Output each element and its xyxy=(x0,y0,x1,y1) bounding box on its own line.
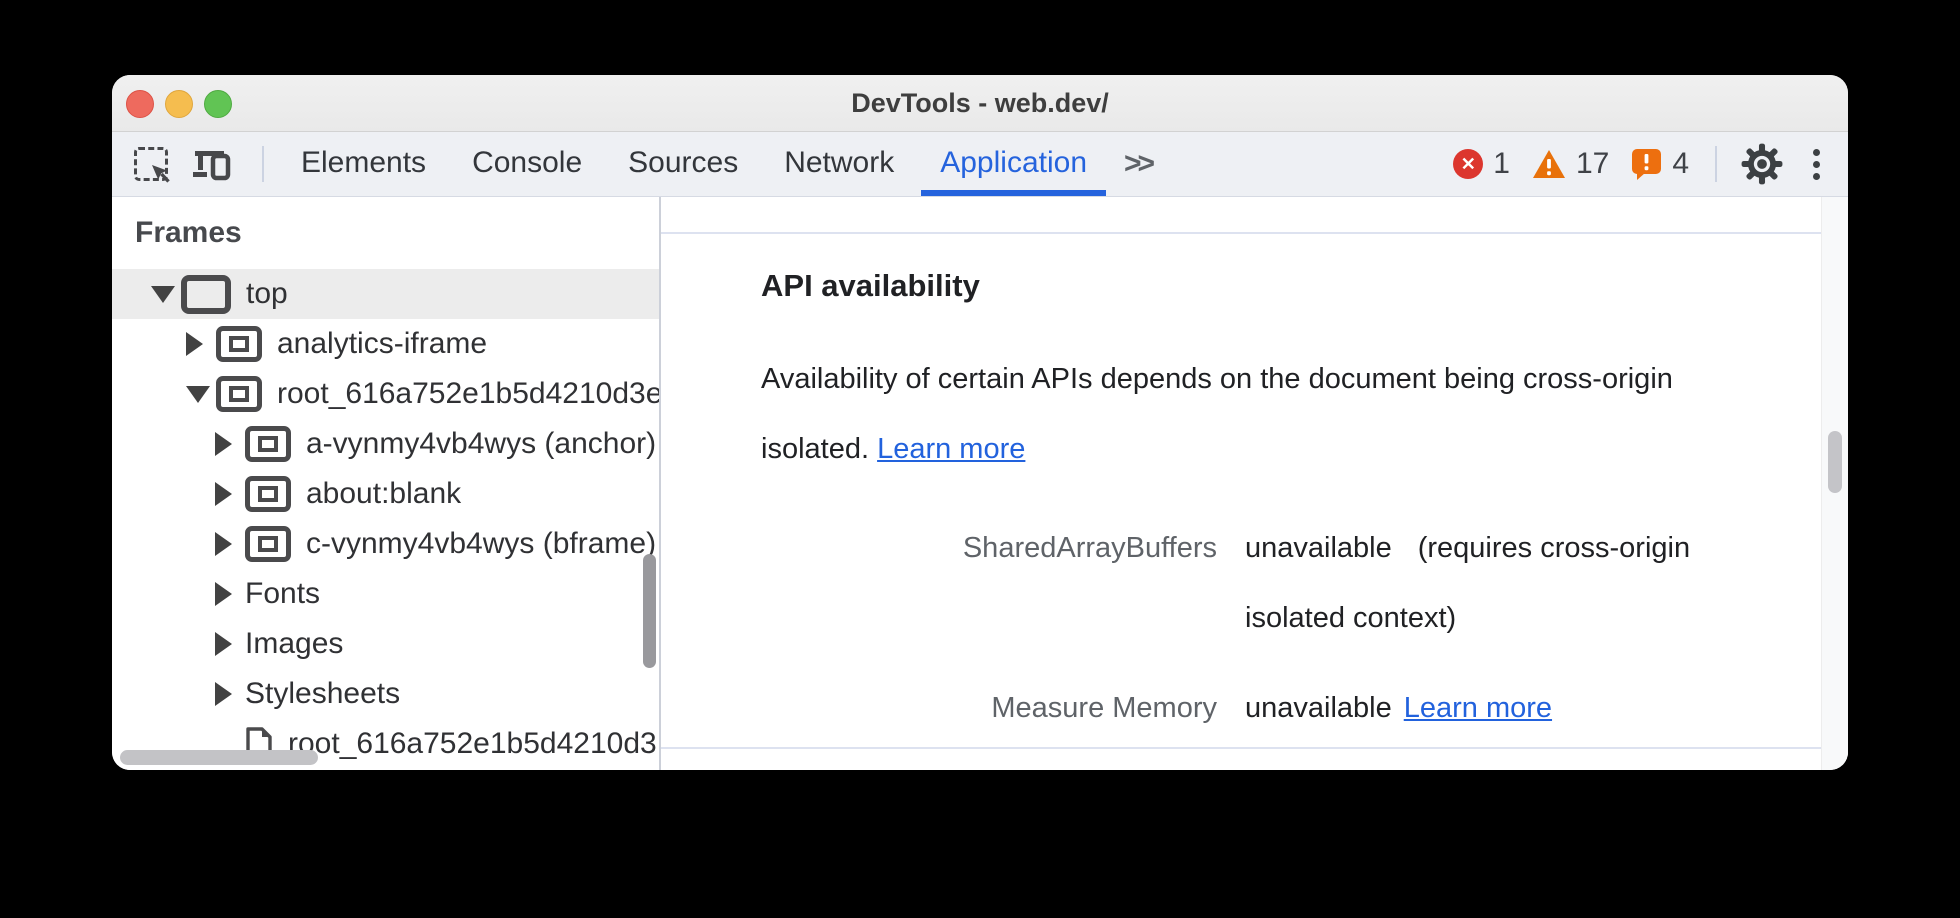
zoom-window-button[interactable] xyxy=(204,90,232,118)
window-title: DevTools - web.dev/ xyxy=(851,88,1109,118)
expand-expander-icon[interactable] xyxy=(215,432,245,456)
minimize-window-button[interactable] xyxy=(165,90,193,118)
warning-count: 17 xyxy=(1575,147,1610,180)
tree-item-label: root_616a752e1b5d4210d3 xyxy=(288,727,657,760)
tree-item-label: Fonts xyxy=(245,577,321,610)
learn-more-link[interactable]: Learn more xyxy=(877,433,1026,465)
api-name-label: SharedArrayBuffers xyxy=(962,532,1217,564)
error-circle-icon: ✕ xyxy=(1453,149,1484,179)
section-title: API availability xyxy=(761,268,980,303)
api-availability-table: SharedArrayBuffers unavailable(requires … xyxy=(761,513,1821,743)
more-tabs-chevron-icon[interactable]: >> xyxy=(1124,147,1155,180)
api-status-detail: (requires cross-origin isolated context) xyxy=(1245,532,1691,634)
tree-item-fonts[interactable]: Fonts xyxy=(112,569,659,619)
section-description: Availability of certain APIs depends on … xyxy=(761,344,1771,484)
application-panel-main: API availability Availability of certain… xyxy=(661,197,1848,770)
learn-more-link[interactable]: Learn more xyxy=(1403,692,1553,724)
issues-badge[interactable]: 4 xyxy=(1631,147,1689,181)
api-status: unavailable xyxy=(1245,532,1392,564)
warning-badge[interactable]: 17 xyxy=(1532,147,1609,181)
expand-expander-icon[interactable] xyxy=(215,532,245,556)
tree-item-label: root_616a752e1b5d4210d3ec xyxy=(277,377,661,410)
warning-triangle-icon xyxy=(1532,150,1565,178)
tree-item-label: c-vynmy4vb4wys (bframe) xyxy=(306,527,657,560)
expand-expander-icon[interactable] xyxy=(186,332,216,356)
previous-section-remainder xyxy=(661,197,1821,234)
tree-item-label: analytics-iframe xyxy=(277,327,488,360)
iframe-icon xyxy=(216,376,262,412)
tree-item-label: Images xyxy=(245,627,344,660)
tree-item-analytics-iframe[interactable]: analytics-iframe xyxy=(112,319,659,369)
iframe-icon xyxy=(216,326,262,362)
iframe-icon xyxy=(245,426,291,462)
sidebar-horizontal-scrollbar[interactable] xyxy=(120,750,318,765)
tab-sources[interactable]: Sources xyxy=(628,146,739,179)
toolbar-divider xyxy=(1715,146,1717,182)
description-line-1: Availability of certain APIs depends on … xyxy=(761,363,1673,395)
frames-sidebar: Frames top analytics-iframe root_616a752… xyxy=(112,197,661,770)
titlebar: DevTools - web.dev/ xyxy=(112,75,1848,132)
api-status-cell: unavailable(requires cross-origin isolat… xyxy=(1245,513,1775,653)
iframe-icon xyxy=(245,476,291,512)
tab-network[interactable]: Network xyxy=(784,146,895,179)
api-status-cell: unavailable Learn more xyxy=(1245,673,1775,743)
table-row-measure-memory: Measure Memory unavailable Learn more xyxy=(761,673,1821,743)
collapse-expander-icon[interactable] xyxy=(186,386,216,403)
tree-item-about-blank[interactable]: about:blank xyxy=(112,469,659,519)
error-badge[interactable]: ✕ 1 xyxy=(1453,147,1510,181)
tree-item-stylesheets[interactable]: Stylesheets xyxy=(112,669,659,719)
tab-application[interactable]: Application xyxy=(917,132,1110,196)
tree-item-images[interactable]: Images xyxy=(112,619,659,669)
table-row-sharedarraybuffers: SharedArrayBuffers unavailable(requires … xyxy=(761,513,1821,653)
expand-expander-icon[interactable] xyxy=(215,682,245,706)
description-line-2: isolated. xyxy=(761,433,870,465)
device-toolbar-icon[interactable] xyxy=(192,146,234,182)
toolbar-divider xyxy=(262,146,264,182)
frames-section-header[interactable]: Frames xyxy=(135,216,242,249)
tree-item-label: about:blank xyxy=(306,477,462,510)
tree-item-root-document[interactable]: root_616a752e1b5d4210d3 xyxy=(112,719,659,769)
api-name-label: Measure Memory xyxy=(991,692,1217,724)
close-window-button[interactable] xyxy=(126,90,154,118)
tab-elements[interactable]: Elements xyxy=(301,146,427,179)
api-availability-section: API availability Availability of certain… xyxy=(661,234,1821,749)
devtools-toolbar: Elements Console Sources Network Applica… xyxy=(112,132,1848,197)
issue-count: 4 xyxy=(1672,147,1689,180)
collapse-expander-icon[interactable] xyxy=(151,286,181,303)
inspect-element-icon[interactable] xyxy=(134,147,170,183)
issue-bubble-icon xyxy=(1632,149,1662,180)
tree-item-top[interactable]: top xyxy=(112,269,659,319)
error-count: 1 xyxy=(1493,147,1510,180)
main-vertical-scrollbar[interactable] xyxy=(1828,431,1842,493)
panel-tabs: Elements Console Sources Network Applica… xyxy=(278,132,1110,196)
cursor-arrow-icon xyxy=(152,165,170,183)
tree-item-anchor-frame[interactable]: a-vynmy4vb4wys (anchor) xyxy=(112,419,659,469)
tree-item-bframe[interactable]: c-vynmy4vb4wys (bframe) xyxy=(112,519,659,569)
frame-icon xyxy=(181,274,231,314)
iframe-icon xyxy=(245,526,291,562)
settings-gear-icon[interactable] xyxy=(1741,143,1783,185)
expand-expander-icon[interactable] xyxy=(215,482,245,506)
expand-expander-icon[interactable] xyxy=(215,582,245,606)
tree-item-label: a-vynmy4vb4wys (anchor) xyxy=(306,427,657,460)
api-status: unavailable xyxy=(1245,692,1392,724)
sidebar-vertical-scrollbar[interactable] xyxy=(643,554,656,668)
devtools-window: DevTools - web.dev/ Elements xyxy=(112,75,1848,770)
tree-item-label: Stylesheets xyxy=(245,677,401,710)
tree-item-label: top xyxy=(246,277,288,310)
tab-console[interactable]: Console xyxy=(472,146,583,179)
tree-item-root-frame[interactable]: root_616a752e1b5d4210d3ec xyxy=(112,369,659,419)
expand-expander-icon[interactable] xyxy=(215,632,245,656)
kebab-menu-icon[interactable] xyxy=(1809,145,1824,184)
